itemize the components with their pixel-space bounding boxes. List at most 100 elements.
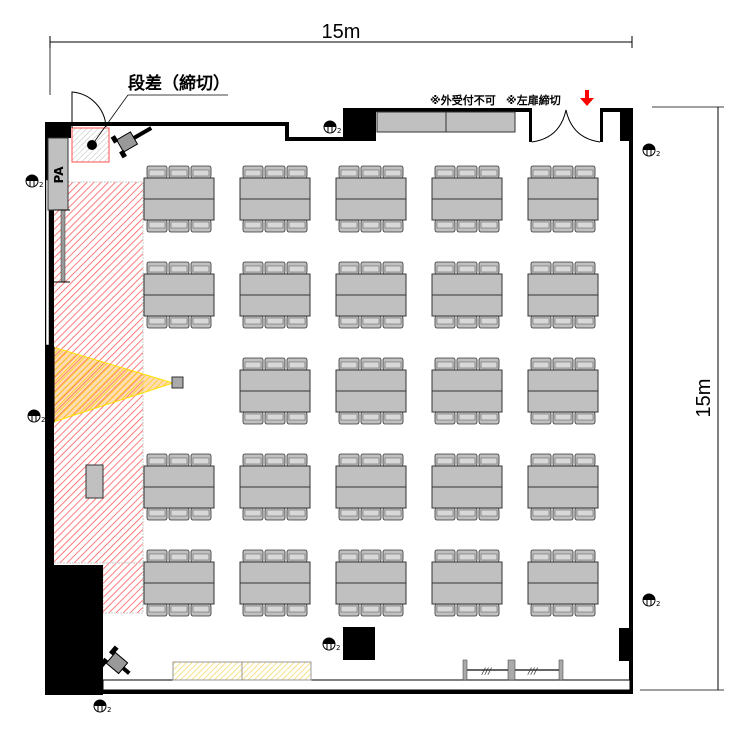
chair — [146, 453, 168, 467]
chair — [552, 165, 574, 179]
chair — [478, 507, 500, 521]
chair — [574, 261, 596, 275]
table-group — [527, 453, 599, 521]
chair — [168, 315, 190, 329]
step-label: 段差（締切） — [128, 73, 230, 94]
chair — [530, 219, 552, 233]
chair — [190, 165, 212, 179]
chair — [190, 453, 212, 467]
chair — [382, 549, 404, 563]
chair — [168, 261, 190, 275]
chair — [434, 549, 456, 563]
chair — [360, 165, 382, 179]
chair — [360, 549, 382, 563]
chair — [574, 165, 596, 179]
chair — [574, 549, 596, 563]
chair — [382, 453, 404, 467]
step-area: 段差（締切） — [71, 73, 230, 163]
chair — [286, 411, 308, 425]
chair — [478, 165, 500, 179]
chair — [382, 165, 404, 179]
chair — [478, 219, 500, 233]
chair — [190, 603, 212, 617]
table-group — [143, 549, 215, 617]
chair — [552, 357, 574, 371]
chair — [190, 549, 212, 563]
projector — [171, 376, 184, 389]
chair — [242, 219, 264, 233]
chair — [168, 507, 190, 521]
chair — [264, 165, 286, 179]
restricted-zone-lower — [102, 562, 144, 614]
chair — [574, 357, 596, 371]
chair — [286, 165, 308, 179]
chair — [456, 357, 478, 371]
chair — [146, 549, 168, 563]
chair — [434, 507, 456, 521]
outlet-icon: 2 — [642, 143, 660, 158]
entrance-arrow-icon — [580, 90, 594, 106]
chair — [530, 603, 552, 617]
table-group — [143, 165, 215, 233]
chair — [338, 357, 360, 371]
chair — [264, 603, 286, 617]
svg-text:///: /// — [527, 667, 538, 677]
chair — [264, 357, 286, 371]
table-group — [335, 261, 407, 329]
chair — [530, 165, 552, 179]
chair — [434, 357, 456, 371]
table-group — [431, 357, 503, 425]
width-dimension: 15m — [49, 21, 633, 95]
table-group — [239, 549, 311, 617]
left-door-closed-note: ※左扉締切 — [506, 93, 561, 107]
chair — [456, 261, 478, 275]
chair — [382, 315, 404, 329]
height-label: 15m — [693, 379, 715, 418]
chair — [190, 261, 212, 275]
outlet-icon: 2 — [323, 120, 341, 135]
chair — [434, 219, 456, 233]
chair — [242, 261, 264, 275]
chair — [456, 603, 478, 617]
chair — [530, 411, 552, 425]
chair — [338, 411, 360, 425]
chair — [338, 603, 360, 617]
table-group — [431, 549, 503, 617]
chair — [530, 507, 552, 521]
chair — [146, 165, 168, 179]
chair — [146, 219, 168, 233]
no-reception-note: ※外受付不可 — [430, 93, 496, 107]
walls — [45, 108, 633, 695]
chair — [190, 315, 212, 329]
chair — [456, 219, 478, 233]
chair — [242, 549, 264, 563]
table-group — [335, 357, 407, 425]
chair — [338, 219, 360, 233]
chair — [574, 603, 596, 617]
chair — [264, 261, 286, 275]
table-group — [431, 165, 503, 233]
chair — [242, 357, 264, 371]
chair — [338, 261, 360, 275]
chair — [264, 507, 286, 521]
chair — [434, 453, 456, 467]
outlet-count: 2 — [336, 644, 340, 652]
outlet-icon: 2 — [322, 637, 340, 652]
chair — [552, 411, 574, 425]
table-group — [527, 357, 599, 425]
entrance-door[interactable] — [531, 90, 601, 143]
chair — [434, 261, 456, 275]
height-dimension: 15m — [640, 106, 724, 691]
seating-area — [143, 165, 599, 617]
reception-tables — [172, 661, 312, 681]
chair — [360, 507, 382, 521]
chair — [552, 507, 574, 521]
chair — [146, 507, 168, 521]
chair — [478, 261, 500, 275]
side-table — [85, 464, 104, 499]
chair — [456, 453, 478, 467]
chair — [286, 219, 308, 233]
chair — [286, 315, 308, 329]
chair — [338, 549, 360, 563]
chair — [190, 507, 212, 521]
